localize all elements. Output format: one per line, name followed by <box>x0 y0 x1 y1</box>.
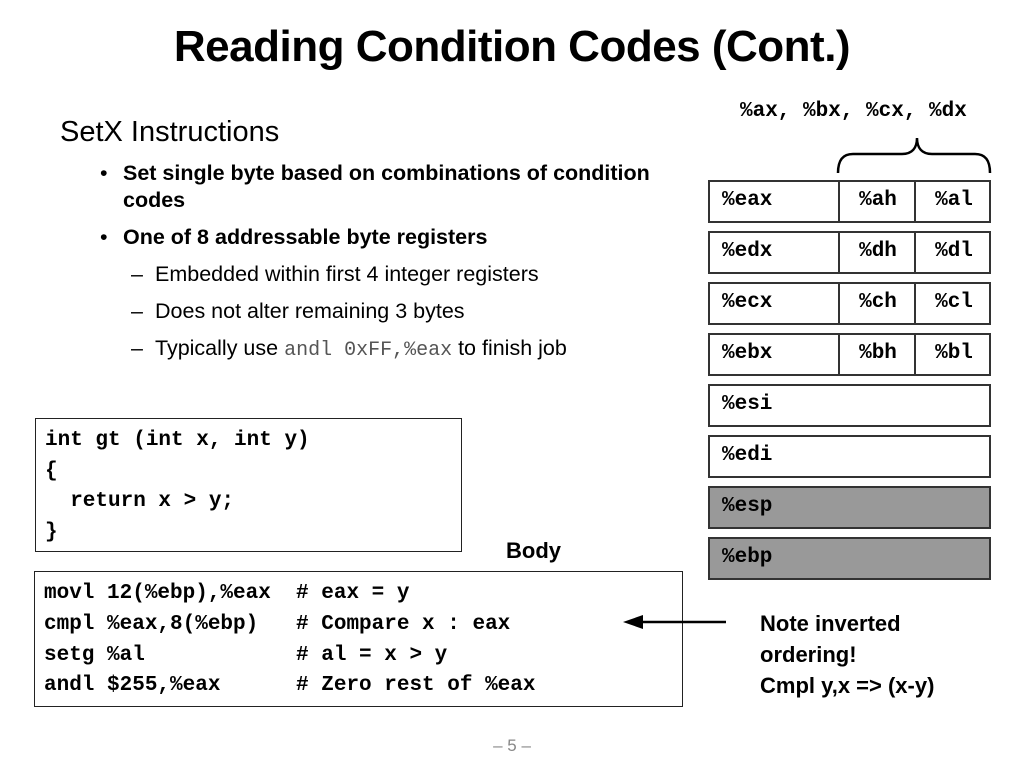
register-name: %ebx <box>722 342 773 365</box>
register-low-byte: %al <box>914 182 992 221</box>
page-number: – 5 – <box>493 736 531 755</box>
sub-bullet-item: –Typically use andl 0xFF,%eax to finish … <box>131 336 567 362</box>
register-edi: %edi <box>708 435 991 478</box>
sub-bullet-text: to finish job <box>452 336 567 360</box>
code-line: andl $255,%eax # Zero rest of %eax <box>44 674 536 698</box>
register-low-byte: %bl <box>914 335 992 374</box>
register-high-byte: %ch <box>838 284 916 323</box>
section-heading: SetX Instructions <box>60 116 280 148</box>
register-low-byte: %cl <box>914 284 992 323</box>
code-line: movl 12(%ebp),%eax # eax = y <box>44 582 410 605</box>
arrow-head-icon <box>623 615 643 629</box>
slide-title: Reading Condition Codes (Cont.) <box>173 22 851 71</box>
code-line: } <box>45 520 58 544</box>
body-label: Body <box>506 538 561 563</box>
bullet-item: Set single byte based on combinations of… <box>96 160 656 214</box>
bullet-item: One of 8 addressable byte registers <box>96 224 656 251</box>
sub-bullet-text: Does not alter remaining 3 bytes <box>155 299 465 323</box>
note-line: ordering! <box>760 642 857 667</box>
sub-bullet-text: Embedded within first 4 integer register… <box>155 262 539 286</box>
inline-code: andl 0xFF,%eax <box>284 339 453 362</box>
register-name: %ebp <box>722 546 773 569</box>
code-line: { <box>45 459 58 483</box>
note-text: Note inverted ordering! Cmpl y,x => (x-y… <box>760 608 934 701</box>
register-edx: %edx %dh %dl <box>708 231 991 274</box>
sub-bullet-item: –Does not alter remaining 3 bytes <box>131 299 465 323</box>
sub-bullet-text: Typically use <box>155 336 285 360</box>
register-eax: %eax %ah %al <box>708 180 991 223</box>
c-code-box: int gt (int x, int y) { return x > y;} <box>35 418 462 552</box>
register-esp: %esp <box>708 486 991 529</box>
byte-registers-header: %ax, %bx, %cx, %dx <box>740 100 967 123</box>
register-ebp: %ebp <box>708 537 991 580</box>
register-name: %esi <box>722 393 773 416</box>
register-ebx: %ebx %bh %bl <box>708 333 991 376</box>
register-high-byte: %ah <box>838 182 916 221</box>
register-name: %edi <box>722 444 773 467</box>
register-ecx: %ecx %ch %cl <box>708 282 991 325</box>
bullet-list: Set single byte based on combinations of… <box>96 160 656 374</box>
register-name: %edx <box>722 240 773 263</box>
register-high-byte: %dh <box>838 233 916 272</box>
curly-brace <box>836 137 992 174</box>
register-esi: %esi <box>708 384 991 427</box>
register-low-byte: %dl <box>914 233 992 272</box>
code-line: setg %al # al = x > y <box>44 643 448 667</box>
register-name: %eax <box>722 189 773 212</box>
assembly-code-box: movl 12(%ebp),%eax # eax = y cmpl %eax,8(… <box>34 571 683 707</box>
register-high-byte: %bh <box>838 335 916 374</box>
register-name: %ecx <box>722 291 773 314</box>
register-name: %esp <box>722 495 773 518</box>
code-line: return x > y; <box>45 490 235 513</box>
code-line: int gt (int x, int y) <box>45 429 310 452</box>
sub-bullet-item: –Embedded within first 4 integer registe… <box>131 262 539 286</box>
note-line: Cmpl y,x => (x-y) <box>760 673 935 698</box>
note-line: Note inverted <box>760 611 901 636</box>
code-line: cmpl %eax,8(%ebp) # Compare x : eax <box>44 612 511 636</box>
